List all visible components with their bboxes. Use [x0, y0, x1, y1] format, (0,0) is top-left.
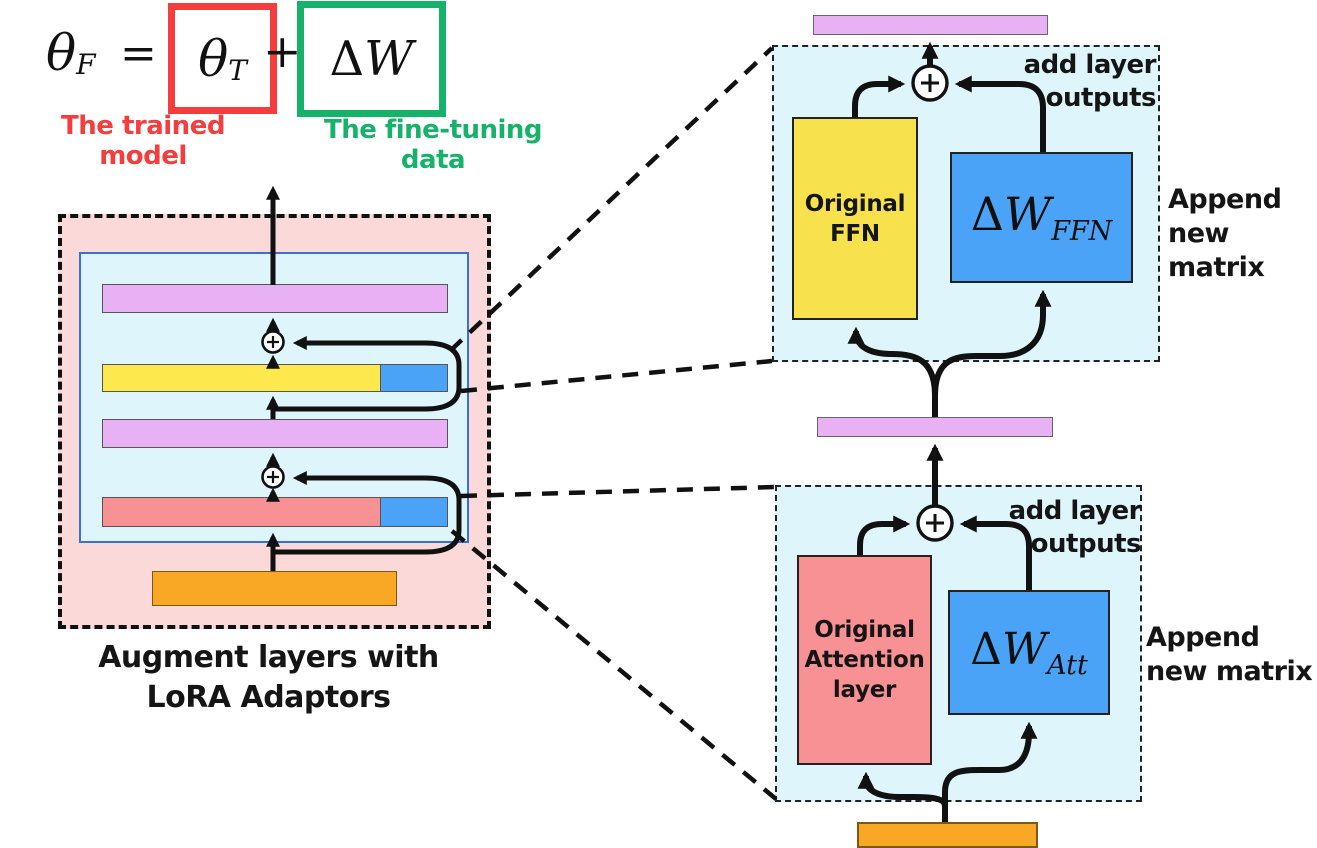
- finetuning-data-label: The fine-tuning data: [323, 115, 543, 175]
- layer-bar-purple-middle: [102, 419, 448, 448]
- original-ffn-block: Original FFN: [792, 117, 918, 320]
- ffn-right-in-arrow: [954, 75, 1046, 152]
- attention-zoom-line-bottom: [450, 529, 778, 801]
- attention-lora-bypass-path: [273, 471, 462, 555]
- original-ffn-label-line2: FFN: [830, 220, 880, 247]
- attention-zoom-line-top: [460, 484, 777, 499]
- ffn-output-bar: [813, 15, 1048, 35]
- equation-equals: =: [120, 28, 157, 79]
- original-attention-block: Original Attention layer: [797, 555, 932, 765]
- attention-add-outputs-label: add layer outputs: [1008, 496, 1142, 559]
- ffn-left-in-arrow: [852, 75, 906, 118]
- attention-lora-adapter-segment: [380, 497, 448, 527]
- w-symbol: W: [364, 31, 414, 87]
- left-diagram-arrows: [266, 185, 462, 571]
- equation-theta-f: θF: [46, 24, 96, 82]
- ffn-zoom-line-bottom: [460, 358, 773, 394]
- equation-plus: +: [263, 24, 302, 78]
- ffn-layer-bar: [102, 364, 380, 392]
- attention-detail-arrows: [857, 443, 1038, 822]
- theta-f-symbol: θ: [46, 24, 77, 82]
- trained-model-label: The trained model: [61, 111, 225, 171]
- caption-line1: Augment layers with: [98, 640, 439, 675]
- ffn-zoom-line-top: [448, 46, 774, 353]
- ffn-detail-arrows: [847, 41, 1052, 417]
- original-attention-label-line2: Attention: [804, 647, 925, 673]
- ffn-split-left-arrow: [847, 326, 938, 417]
- ffn-append-matrix-label: Append new matrix: [1168, 184, 1282, 283]
- delta-w-att-block: ΔWAtt: [948, 590, 1110, 715]
- attention-right-in-arrow: [959, 515, 1032, 590]
- zoom-connector-lines: [448, 46, 778, 801]
- trained-model-frame: θT: [168, 3, 277, 114]
- input-embedding-bar: [152, 571, 397, 606]
- original-ffn-label-line1: Original: [804, 190, 906, 217]
- attention-split-right-arrow: [942, 721, 1038, 822]
- plus-icon-bottom-left: [261, 465, 285, 489]
- attention-split-left-arrow: [857, 771, 948, 822]
- original-attention-label-line3: layer: [832, 677, 897, 703]
- theta-f-subscript: F: [76, 48, 96, 82]
- attention-append-matrix-label: Append new matrix: [1146, 622, 1313, 687]
- theta-t-subscript: T: [228, 53, 247, 87]
- theta-t-symbol: θ: [198, 29, 229, 88]
- ffn-lora-adapter-segment: [380, 364, 448, 392]
- left-diagram-caption: Augment layers with LoRA Adaptors: [76, 638, 461, 718]
- plus-icon-attention: [916, 504, 954, 542]
- delta-symbol: Δ: [329, 31, 365, 87]
- ffn-split-right-arrow: [932, 289, 1052, 417]
- delta-w-ffn-block: ΔWFFN: [950, 152, 1133, 283]
- ffn-lora-bypass-path: [273, 336, 462, 412]
- plus-icon-top-left: [261, 330, 285, 354]
- attention-layer-bar: [102, 497, 380, 527]
- caption-line2: LoRA Adaptors: [146, 680, 391, 715]
- attention-input-bar: [857, 822, 1038, 848]
- attention-output-bar: [817, 417, 1053, 437]
- ffn-add-outputs-label: add layer outputs: [1023, 50, 1157, 113]
- original-attention-label-line1: Original: [814, 617, 915, 643]
- attention-left-in-arrow: [857, 515, 911, 555]
- plus-icon-ffn: [911, 64, 949, 102]
- layer-bar-purple-top: [102, 284, 448, 313]
- finetuning-data-frame: ΔW: [297, 1, 446, 117]
